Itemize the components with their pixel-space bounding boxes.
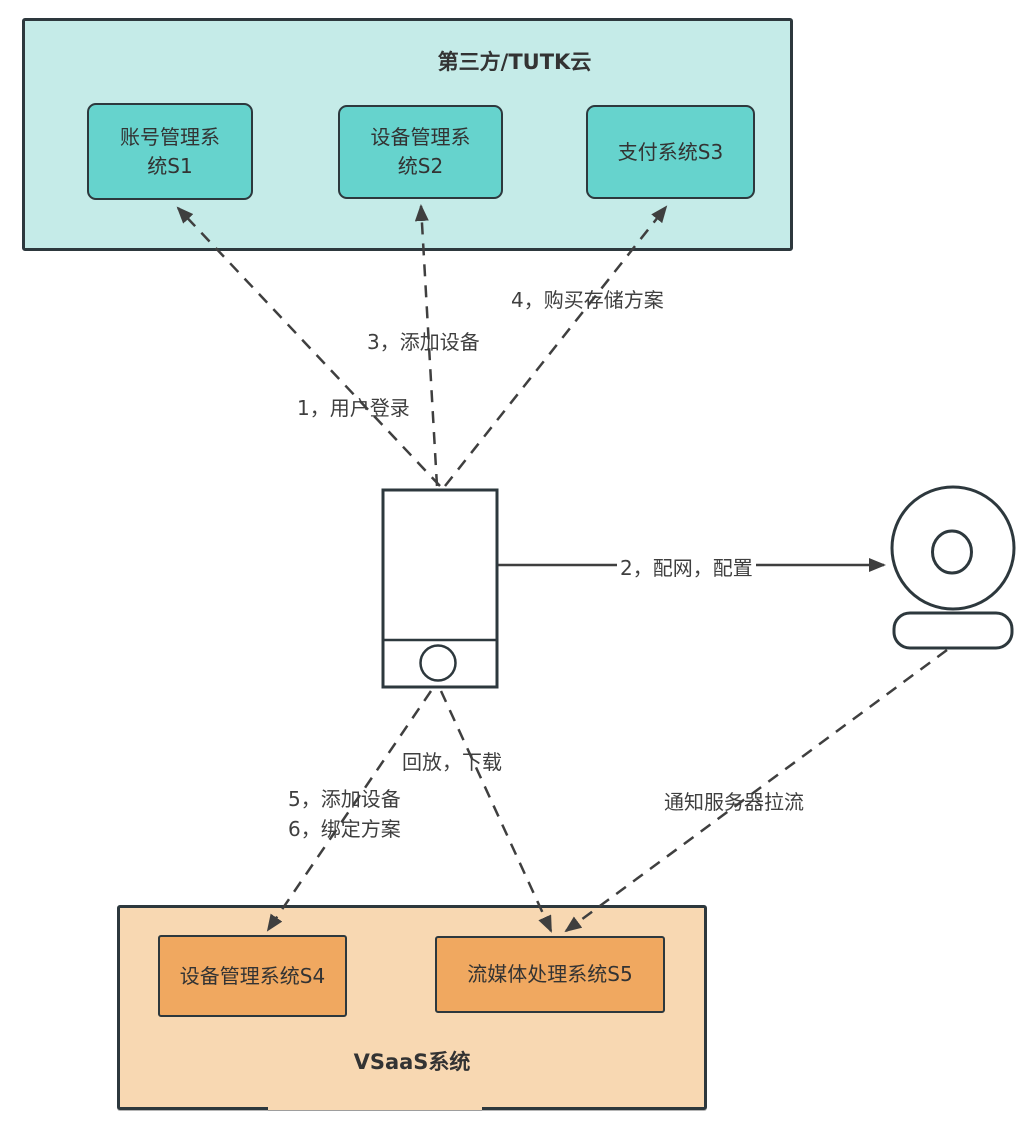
edge-label-add-device-vsaas: 5，添加设备: [288, 787, 401, 811]
camera-icon: [890, 485, 1016, 650]
edge-label-provision: 2，配网，配置: [617, 552, 756, 581]
edge-label-bind-plan: 6，绑定方案: [288, 817, 401, 841]
edge-label-notify-pull: 通知服务器拉流: [664, 790, 804, 814]
node-streaming-system-s5: 流媒体处理系统S5: [435, 936, 665, 1013]
vsaas-group-title: VSaaS系统: [353, 1050, 471, 1074]
smartphone-icon: [381, 488, 499, 689]
node-device-system-s2: 设备管理系 统S2: [338, 105, 503, 199]
edge-phone-to-s5-playback: [439, 690, 553, 933]
vsaas-border-gap: [268, 1107, 482, 1110]
edge-label-buy-storage: 4，购买存储方案: [511, 288, 664, 312]
node-device-system-s4: 设备管理系统S4: [158, 935, 347, 1017]
edge-label-add-device-cloud: 3，添加设备: [367, 330, 480, 354]
edge-label-playback: 回放，下载: [402, 750, 502, 774]
edge-label-login: 1，用户登录: [297, 396, 410, 420]
node-account-system-s1: 账号管理系 统S1: [87, 103, 253, 200]
cloud-group-title: 第三方/TUTK云: [437, 50, 592, 74]
node-payment-system-s3: 支付系统S3: [586, 105, 755, 199]
